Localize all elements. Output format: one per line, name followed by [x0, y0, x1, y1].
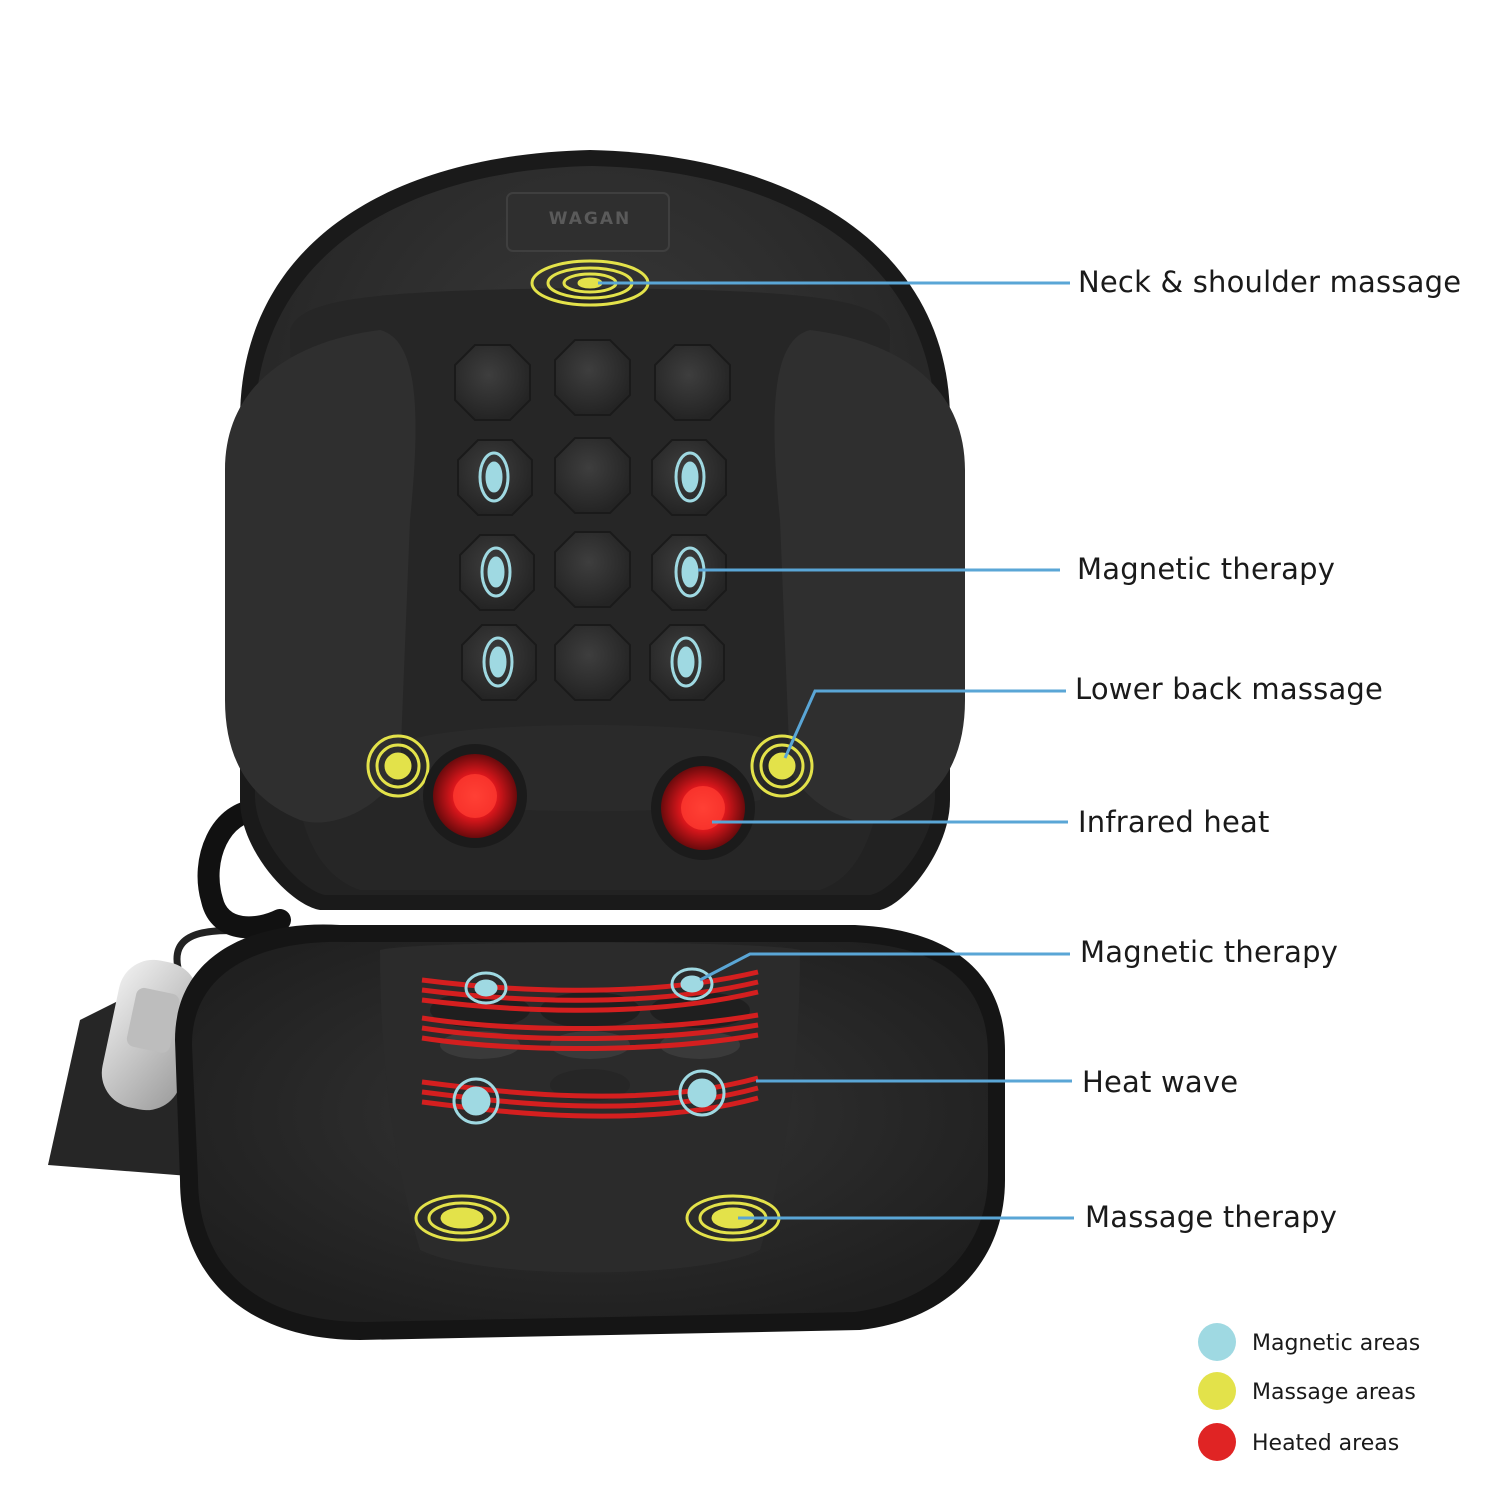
massage-markers [366, 259, 814, 1242]
callout-label-heat-wave: Heat wave [1082, 1065, 1239, 1099]
callout-label-lower-back: Lower back massage [1075, 672, 1384, 706]
callout-label-neck: Neck & shoulder massage [1078, 265, 1462, 299]
callout-label-massage-seat: Massage therapy [1085, 1200, 1338, 1234]
callout-label-infrared: Infrared heat [1078, 805, 1270, 839]
magnetic-markers-seat [452, 967, 726, 1125]
legend-label-heated: Heated areas [1252, 1431, 1400, 1456]
legend-swatch-heated [1198, 1423, 1236, 1461]
legend-label-magnetic: Magnetic areas [1252, 1331, 1421, 1356]
seat [175, 924, 1005, 1340]
magnetic-markers-back [478, 451, 706, 688]
legend-swatch-magnetic [1198, 1323, 1236, 1361]
legend-label-massage: Massage areas [1252, 1380, 1416, 1405]
infrared-heat-nodes [423, 744, 755, 860]
callout-lines [598, 281, 1074, 1220]
backrest [225, 150, 965, 910]
adjustment-strap [197, 799, 291, 939]
callout-line-magnetic-seat [699, 952, 1070, 982]
callout-label-magnetic-seat: Magnetic therapy [1080, 935, 1339, 969]
brand-logo: WAGAN [548, 209, 632, 229]
callout-label-magnetic-back: Magnetic therapy [1077, 552, 1336, 586]
legend-swatch-massage [1198, 1372, 1236, 1410]
callout-line-lower-back [783, 689, 1066, 759]
